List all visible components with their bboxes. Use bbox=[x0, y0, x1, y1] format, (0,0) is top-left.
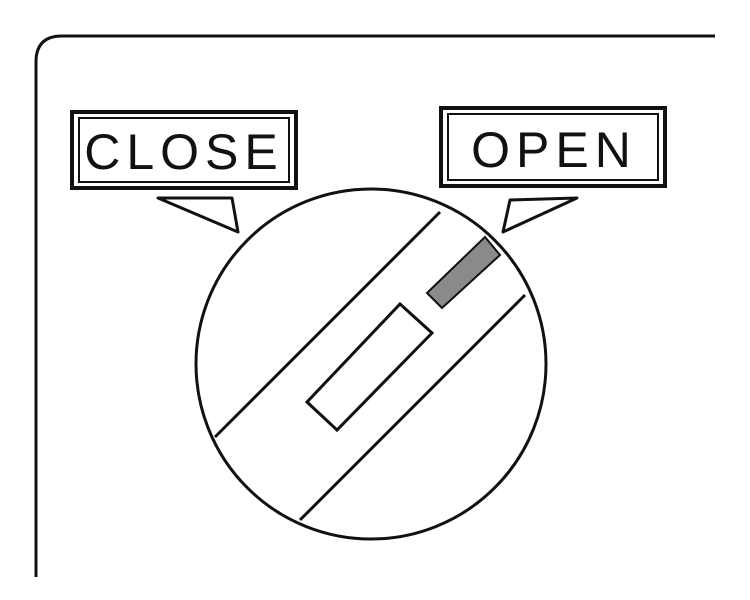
knob-grip-edge-lower bbox=[298, 293, 527, 522]
knob-slot bbox=[304, 301, 435, 433]
position-indicator-mark bbox=[425, 235, 502, 310]
open-label: OPEN bbox=[471, 122, 637, 178]
close-pointer-triangle bbox=[156, 196, 240, 234]
dial-knob[interactable] bbox=[194, 187, 548, 541]
close-label-box: CLOSE bbox=[70, 110, 298, 190]
panel-frame bbox=[34, 34, 715, 577]
close-label: CLOSE bbox=[84, 124, 284, 180]
open-label-box: OPEN bbox=[439, 106, 667, 188]
open-pointer-triangle bbox=[501, 196, 579, 234]
knob-grip-edge-upper bbox=[213, 210, 442, 439]
